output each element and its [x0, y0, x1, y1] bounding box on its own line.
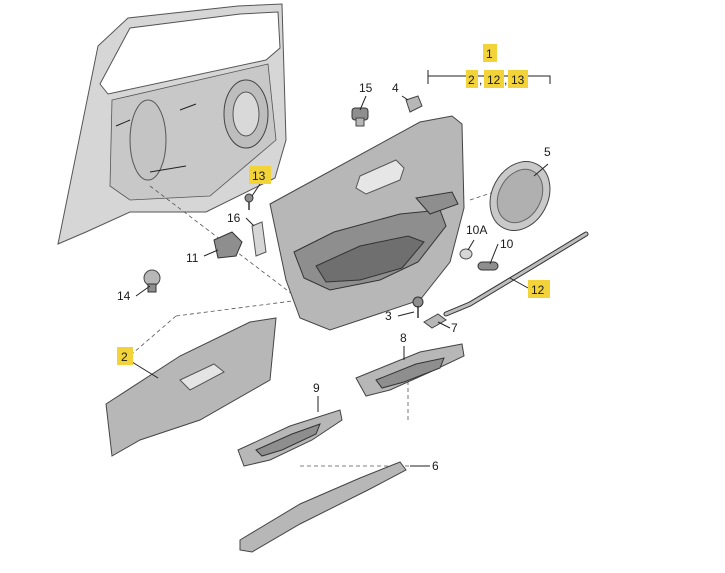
screw-3 — [412, 296, 424, 318]
label-3: 3 — [385, 309, 392, 323]
label-10a: 10A — [466, 223, 487, 237]
label-14: 14 — [117, 289, 131, 303]
label-2-group: 2 — [468, 73, 475, 87]
switch-panel-9 — [237, 409, 343, 467]
lower-trim-insert — [105, 317, 277, 457]
handle-bracket-11 — [213, 231, 243, 259]
label-7: 7 — [451, 321, 458, 335]
label-10: 10 — [500, 237, 514, 251]
clip-14 — [143, 269, 161, 293]
bracket-16 — [251, 221, 267, 257]
label-2: 2 — [121, 350, 128, 364]
label-1: 1 — [486, 47, 493, 61]
leader-lines — [131, 70, 551, 467]
screw-13 — [244, 193, 254, 210]
label-13-group: 13 — [511, 73, 525, 87]
label-sep-1: , — [479, 73, 482, 87]
ring-10a — [459, 248, 473, 260]
label-sep-2: , — [504, 73, 507, 87]
label-11: 11 — [186, 251, 199, 265]
callout-labels: 1 2 , 12 , 13 15 4 5 13 16 10A 10 11 12 … — [117, 47, 551, 473]
label-16: 16 — [227, 211, 241, 225]
switch-panel-8 — [355, 343, 465, 397]
cover-7 — [423, 313, 447, 329]
label-9: 9 — [313, 381, 320, 395]
door-shell — [57, 3, 287, 245]
cap-10 — [477, 261, 499, 271]
label-12-group: 12 — [487, 73, 501, 87]
label-15: 15 — [359, 81, 373, 95]
label-5: 5 — [544, 145, 551, 159]
label-8: 8 — [400, 331, 407, 345]
seal-strip — [443, 231, 589, 317]
door-trim-panel — [269, 115, 465, 331]
label-4: 4 — [392, 81, 399, 95]
label-6: 6 — [432, 459, 439, 473]
lower-strip-6 — [239, 461, 407, 553]
clip-15 — [351, 107, 369, 127]
label-13: 13 — [252, 169, 266, 183]
speaker-grille — [489, 161, 551, 231]
clip-4 — [405, 95, 423, 113]
label-12: 12 — [531, 283, 545, 297]
highlight-boxes — [117, 44, 550, 365]
